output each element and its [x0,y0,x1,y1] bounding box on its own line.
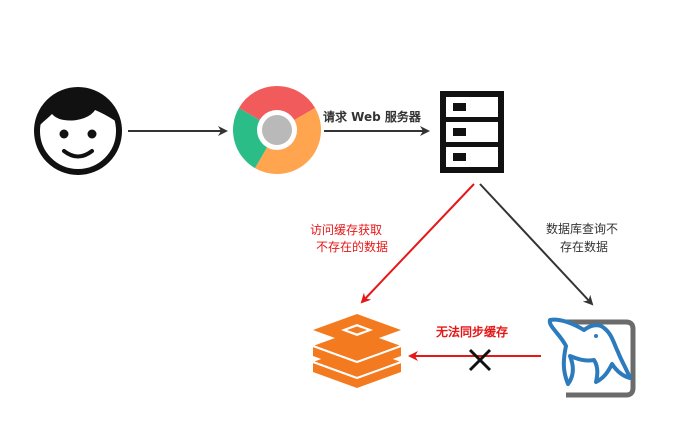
server-icon [440,91,504,173]
label-cache-get-line2: 不存在的数据 [316,240,389,254]
cross-icon [468,348,492,372]
label-no-sync: 无法同步缓存 [436,325,509,339]
arrow-server-to-cache [360,183,475,304]
chrome-icon [233,86,321,174]
label-request-web-server: 请求 Web 服务器 [323,110,421,124]
label-db-query-line1: 数据库查询不 [546,222,619,236]
label-cache-get-line1: 访问缓存获取 [310,223,383,237]
arrow-server-to-database [479,183,594,306]
mysql-icon [547,317,636,398]
redis-icon [312,314,402,388]
label-db-query-line2: 存在数据 [560,240,609,254]
user-face-icon [34,87,122,175]
